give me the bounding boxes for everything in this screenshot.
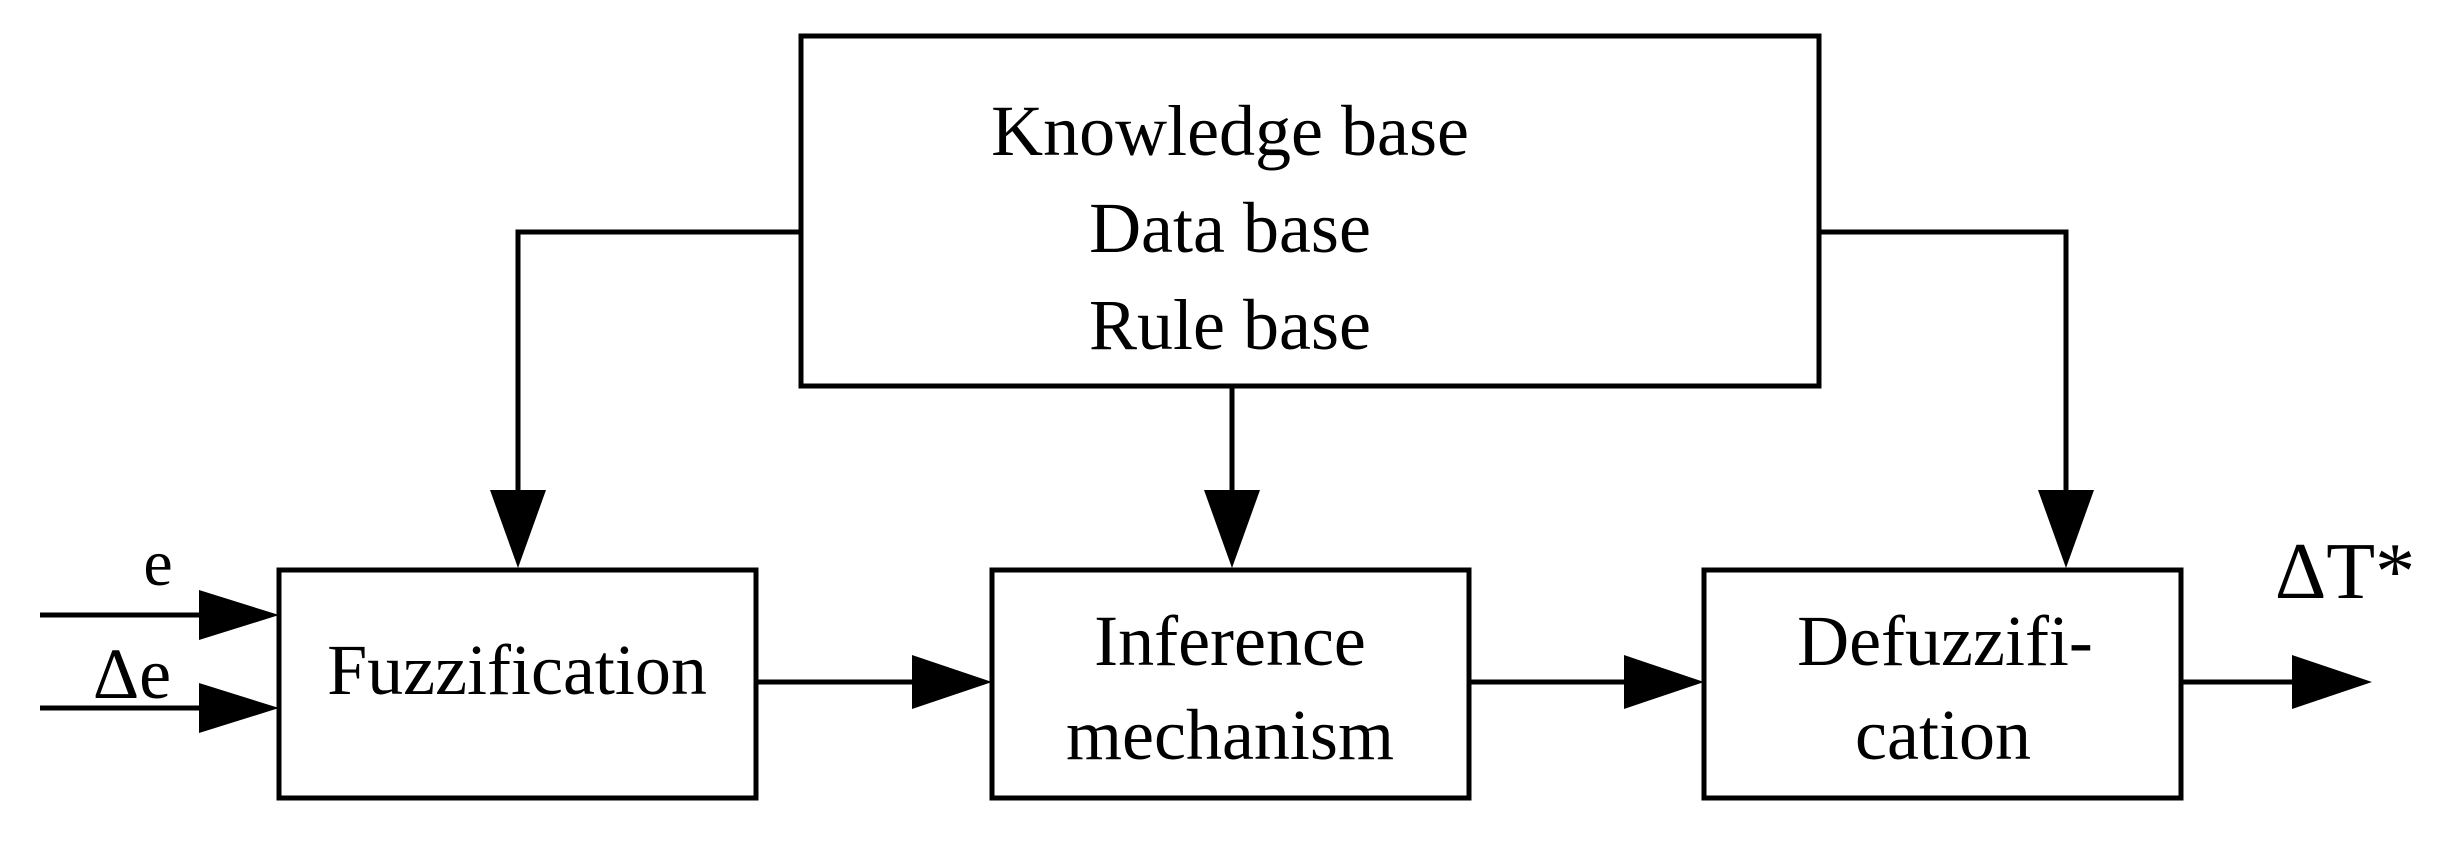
input-delta-e-arrow [40, 683, 279, 733]
kb-to-defuzzification-arrow [1819, 229, 2094, 568]
inference-mechanism-box [989, 567, 1472, 801]
inference-mechanism-block: Inference mechanism [989, 567, 1472, 801]
inference-to-defuzzification-arrow [1469, 655, 1704, 709]
rule-base-label: Rule base [1089, 285, 1371, 365]
fuzzification-to-inference-arrow [756, 655, 992, 709]
kb-to-fuzzification-arrow [490, 229, 801, 568]
knowledge-base-box [798, 33, 1822, 389]
mechanism-label: mechanism [1066, 695, 1394, 775]
knowledge-base-block: Knowledge base Data base Rule base [798, 33, 1822, 389]
output-delta-t-label: ΔT* [2275, 528, 2415, 616]
defuzzifi-label: Defuzzifi- [1797, 601, 2093, 681]
output-arrow [2181, 655, 2372, 709]
input-e-arrow [40, 590, 279, 640]
data-base-label: Data base [1089, 188, 1371, 268]
fuzzification-block: Fuzzification [276, 567, 759, 801]
kb-to-inference-arrow [1204, 386, 1260, 568]
fuzzification-label: Fuzzification [327, 630, 707, 710]
cation-label: cation [1855, 695, 2031, 775]
input-delta-e-label: Δe [93, 634, 171, 714]
inference-label: Inference [1094, 601, 1366, 681]
knowledge-base-label: Knowledge base [991, 91, 1469, 171]
fuzzification-box [276, 567, 759, 801]
input-e-label: e [143, 527, 172, 600]
defuzzification-block: Defuzzifi- cation [1701, 567, 2184, 801]
